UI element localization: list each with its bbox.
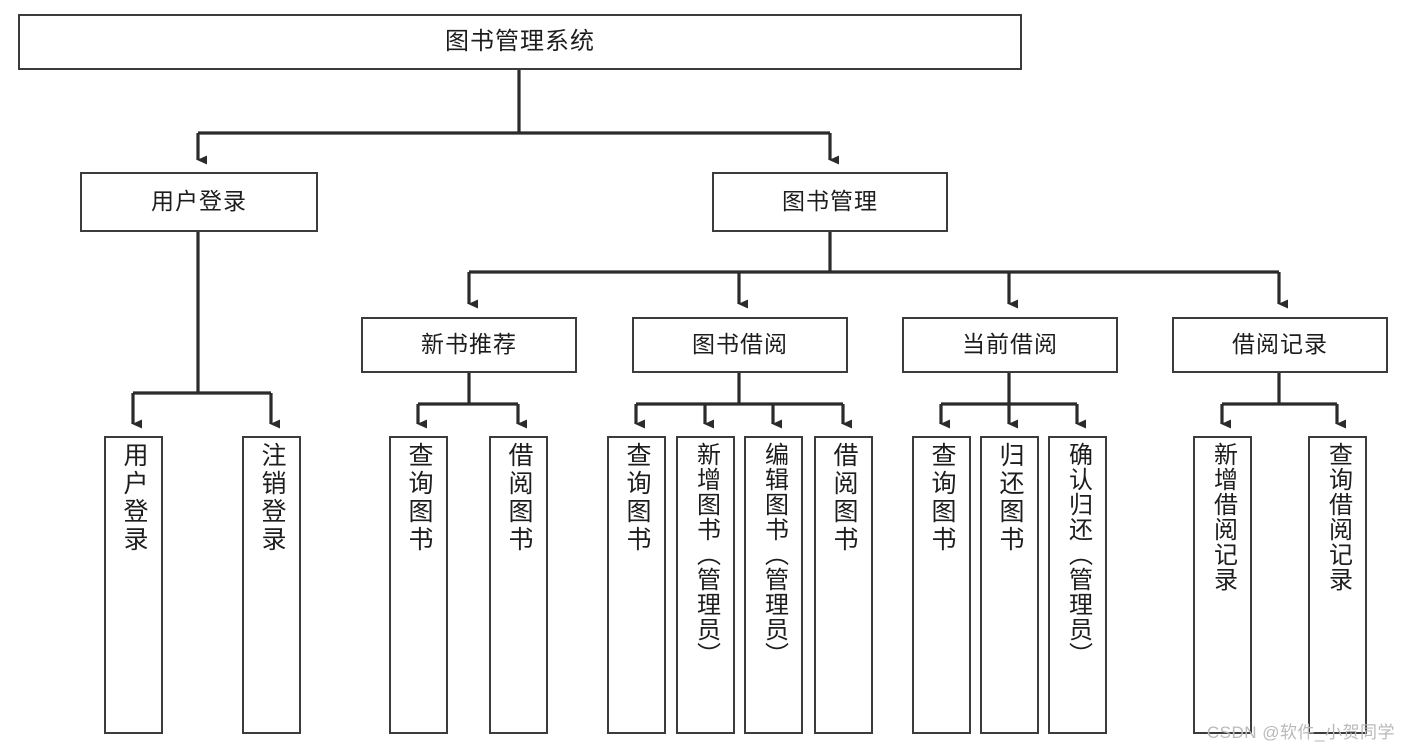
leaf-query-book-borrow[interactable]: 查询图书 (607, 436, 666, 734)
leaf-borrow-book[interactable]: 借阅图书 (814, 436, 873, 734)
node-book-management[interactable]: 图书管理 (712, 172, 948, 232)
csdn-watermark: CSDN @软件_小贺同学 (1206, 723, 1395, 742)
node-label: 新增图书（管理员） (692, 442, 720, 667)
leaf-add-book-admin[interactable]: 新增图书（管理员） (676, 436, 735, 734)
node-label: 查询图书 (405, 442, 433, 554)
leaf-borrow-book-recommend[interactable]: 借阅图书 (489, 436, 548, 734)
node-label: 用户登录 (151, 188, 247, 215)
node-label: 新增借阅记录 (1209, 442, 1237, 592)
leaf-logout-login[interactable]: 注销登录 (242, 436, 301, 734)
node-label: 借阅图书 (830, 442, 858, 554)
node-borrow-record[interactable]: 借阅记录 (1172, 317, 1388, 373)
node-label: 查询图书 (623, 442, 651, 554)
leaf-query-book-recommend[interactable]: 查询图书 (389, 436, 448, 734)
node-label: 借阅记录 (1232, 331, 1328, 358)
leaf-query-borrow-record[interactable]: 查询借阅记录 (1308, 436, 1367, 734)
node-book-borrow[interactable]: 图书借阅 (632, 317, 848, 373)
node-label: 图书管理 (782, 188, 878, 215)
node-root-library-system[interactable]: 图书管理系统 (18, 14, 1022, 70)
leaf-confirm-return-admin[interactable]: 确认归还（管理员） (1048, 436, 1107, 734)
leaf-query-book-current[interactable]: 查询图书 (912, 436, 971, 734)
node-label: 注销登录 (258, 442, 286, 554)
leaf-add-borrow-record[interactable]: 新增借阅记录 (1193, 436, 1252, 734)
leaf-edit-book-admin[interactable]: 编辑图书（管理员） (744, 436, 803, 734)
node-label: 新书推荐 (421, 331, 517, 358)
leaf-return-book[interactable]: 归还图书 (980, 436, 1039, 734)
node-label: 编辑图书（管理员） (760, 442, 788, 667)
node-label: 当前借阅 (962, 331, 1058, 358)
node-current-borrow[interactable]: 当前借阅 (902, 317, 1118, 373)
node-label: 借阅图书 (505, 442, 533, 554)
node-label: 查询图书 (928, 442, 956, 554)
node-user-login[interactable]: 用户登录 (80, 172, 318, 232)
node-label: 确认归还（管理员） (1064, 442, 1092, 667)
node-new-book-recommend[interactable]: 新书推荐 (361, 317, 577, 373)
leaf-user-login[interactable]: 用户登录 (104, 436, 163, 734)
node-label: 图书借阅 (692, 331, 788, 358)
node-label: 用户登录 (120, 442, 148, 554)
node-label: 归还图书 (996, 442, 1024, 554)
node-label: 图书管理系统 (445, 27, 595, 55)
node-label: 查询借阅记录 (1324, 442, 1352, 592)
